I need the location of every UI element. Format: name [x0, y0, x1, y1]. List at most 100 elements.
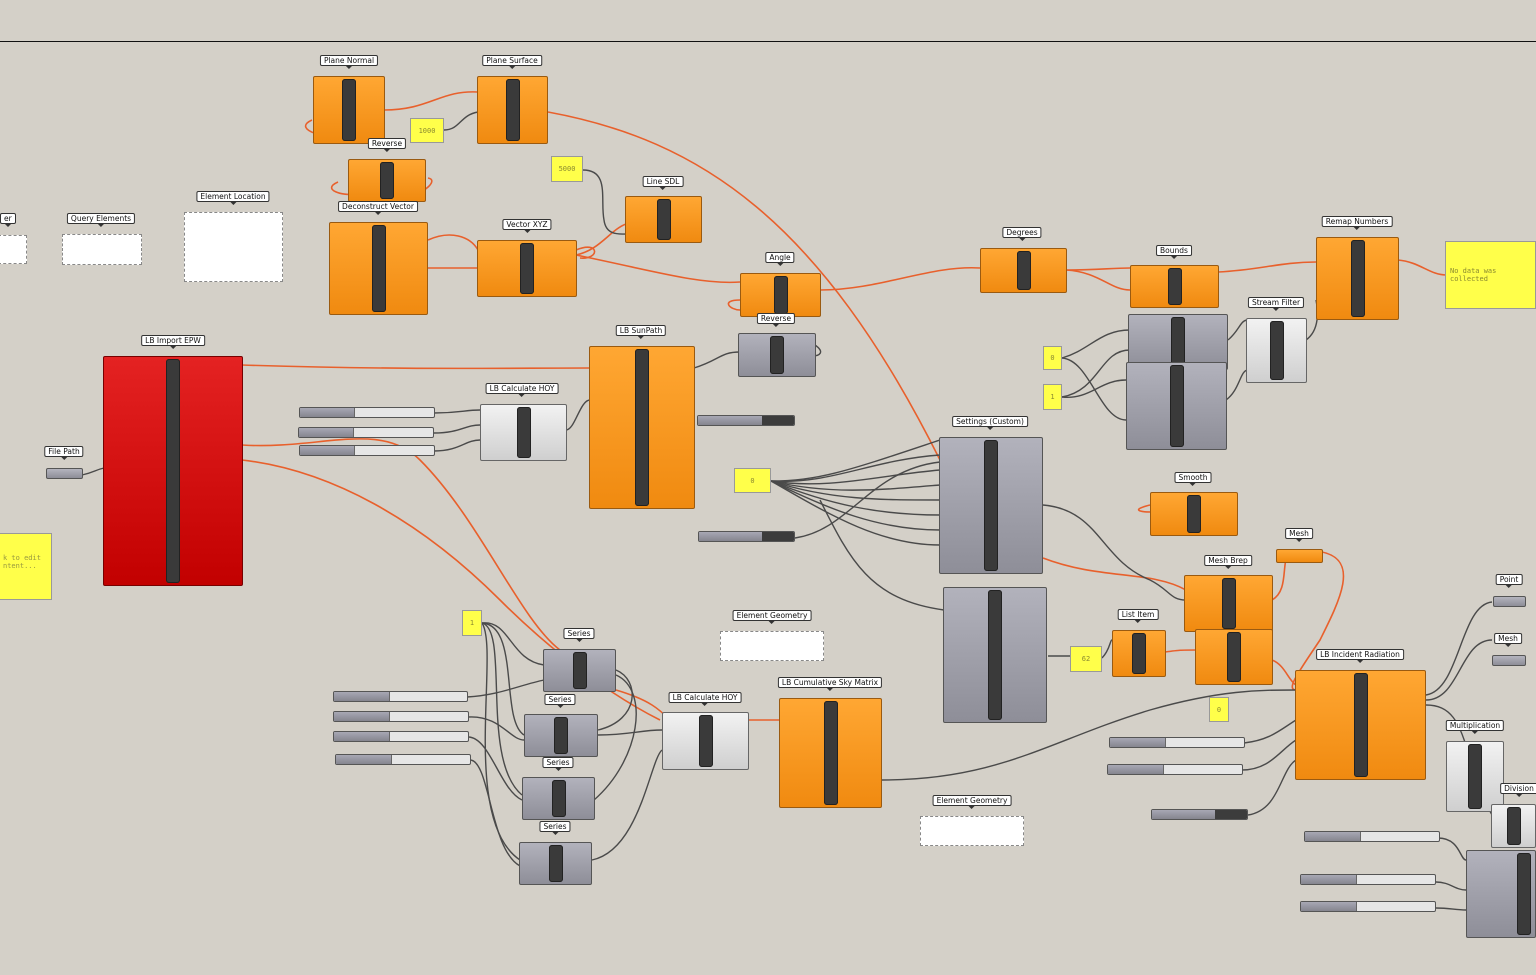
cluster-gray-1[interactable]: [1128, 314, 1228, 370]
number-slider[interactable]: [333, 691, 468, 702]
file-path-param[interactable]: [46, 468, 83, 479]
component-handle[interactable]: [516, 407, 531, 458]
component-handle[interactable]: [572, 652, 587, 689]
number-slider[interactable]: [333, 711, 469, 722]
component-handle[interactable]: [1517, 853, 1531, 935]
division[interactable]: [1491, 804, 1536, 848]
component-handle[interactable]: [635, 349, 649, 506]
element-geometry-panel-2[interactable]: [920, 816, 1024, 846]
reverse-2[interactable]: [738, 333, 816, 377]
query-elements-panel[interactable]: [62, 234, 142, 265]
series-1[interactable]: [543, 649, 616, 692]
element-geometry-panel-1[interactable]: [720, 631, 824, 661]
component-handle[interactable]: [988, 590, 1002, 720]
series-2[interactable]: [524, 714, 598, 757]
component-handle[interactable]: [554, 717, 568, 754]
component-handle[interactable]: [1016, 251, 1031, 290]
lb-sunpath[interactable]: [589, 346, 695, 509]
partial-panel-left[interactable]: [0, 235, 27, 264]
mesh-brep[interactable]: [1184, 575, 1273, 632]
number-slider[interactable]: [1151, 809, 1248, 820]
element-location-panel[interactable]: [184, 212, 283, 282]
value-panel-1b[interactable]: 1: [462, 610, 482, 636]
number-slider[interactable]: [697, 415, 795, 426]
remap-numbers[interactable]: [1316, 237, 1399, 320]
component-handle[interactable]: [371, 225, 386, 312]
number-slider[interactable]: [1304, 831, 1440, 842]
component-handle[interactable]: [380, 162, 394, 199]
component-handle[interactable]: [166, 359, 180, 583]
component-handle[interactable]: [551, 780, 566, 817]
number-slider[interactable]: [1109, 737, 1245, 748]
component-handle[interactable]: [1132, 633, 1146, 674]
no-data-panel[interactable]: No data was collected: [1445, 241, 1536, 309]
component-handle[interactable]: [1350, 240, 1365, 317]
component-handle[interactable]: [698, 715, 713, 767]
value-panel-1[interactable]: 1: [1043, 384, 1062, 410]
component-handle[interactable]: [1353, 673, 1368, 777]
lb-cumulative-sky-matrix[interactable]: [779, 698, 882, 808]
cluster-gray-3[interactable]: [943, 587, 1047, 723]
component-handle[interactable]: [773, 276, 788, 314]
cluster-gray-4[interactable]: [1466, 850, 1536, 938]
component-handle[interactable]: [656, 199, 671, 240]
value-panel-0[interactable]: 0: [734, 468, 771, 493]
lb-import-epw[interactable]: [103, 356, 243, 586]
series-3[interactable]: [522, 777, 595, 820]
component-handle[interactable]: [1221, 578, 1236, 629]
edit-note-panel[interactable]: k to edit ntent...: [0, 533, 52, 600]
number-slider[interactable]: [698, 531, 795, 542]
point-param[interactable]: [1493, 596, 1526, 607]
component-handle[interactable]: [520, 243, 534, 294]
component-handle[interactable]: [1169, 365, 1184, 447]
bounds[interactable]: [1130, 265, 1219, 308]
cluster-gray-2[interactable]: [1126, 362, 1227, 450]
value-panel-0b[interactable]: 0: [1043, 346, 1062, 370]
component-handle[interactable]: [1269, 321, 1284, 380]
number-slider[interactable]: [335, 754, 471, 765]
vector-xyz[interactable]: [477, 240, 577, 297]
component-handle[interactable]: [770, 336, 784, 374]
line-sdl[interactable]: [625, 196, 702, 243]
component-handle[interactable]: [505, 79, 520, 141]
multiplication[interactable]: [1446, 741, 1504, 812]
number-slider[interactable]: [298, 427, 434, 438]
smooth[interactable]: [1150, 492, 1238, 536]
number-slider[interactable]: [299, 445, 435, 456]
value-panel-0c[interactable]: 0: [1209, 697, 1229, 722]
number-slider[interactable]: [1300, 874, 1436, 885]
component-handle[interactable]: [548, 845, 563, 882]
value-panel-1000[interactable]: 1000: [410, 118, 444, 143]
component-handle[interactable]: [1171, 317, 1185, 367]
value-panel-62[interactable]: 62: [1070, 646, 1102, 672]
settings-custom[interactable]: [939, 437, 1043, 574]
value-panel-5000[interactable]: 5000: [551, 156, 583, 182]
reverse-1[interactable]: [348, 159, 426, 202]
component-handle[interactable]: [823, 701, 838, 805]
component-handle[interactable]: [342, 79, 356, 141]
component-handle[interactable]: [1167, 268, 1182, 305]
mesh[interactable]: [1276, 549, 1323, 563]
lb-calculate-hoy-1[interactable]: [480, 404, 567, 461]
lb-incident-radiation[interactable]: [1295, 670, 1426, 780]
angle[interactable]: [740, 273, 821, 317]
lb-calculate-hoy-2[interactable]: [662, 712, 749, 770]
plane-surface[interactable]: [477, 76, 548, 144]
plane-normal[interactable]: [313, 76, 385, 144]
number-slider[interactable]: [299, 407, 435, 418]
stream-filter[interactable]: [1246, 318, 1307, 383]
component-handle[interactable]: [1187, 495, 1201, 533]
series-4[interactable]: [519, 842, 592, 885]
number-slider[interactable]: [1107, 764, 1243, 775]
mesh-param[interactable]: [1492, 655, 1526, 666]
component-handle[interactable]: [1227, 632, 1241, 682]
number-slider[interactable]: [1300, 901, 1436, 912]
degrees[interactable]: [980, 248, 1067, 293]
component-handle[interactable]: [1506, 807, 1521, 845]
component-handle[interactable]: [1468, 744, 1482, 809]
list-item[interactable]: [1112, 630, 1166, 677]
number-slider[interactable]: [333, 731, 469, 742]
component-handle[interactable]: [984, 440, 998, 571]
deconstruct-vector[interactable]: [329, 222, 428, 315]
orange-component-2[interactable]: [1195, 629, 1273, 685]
